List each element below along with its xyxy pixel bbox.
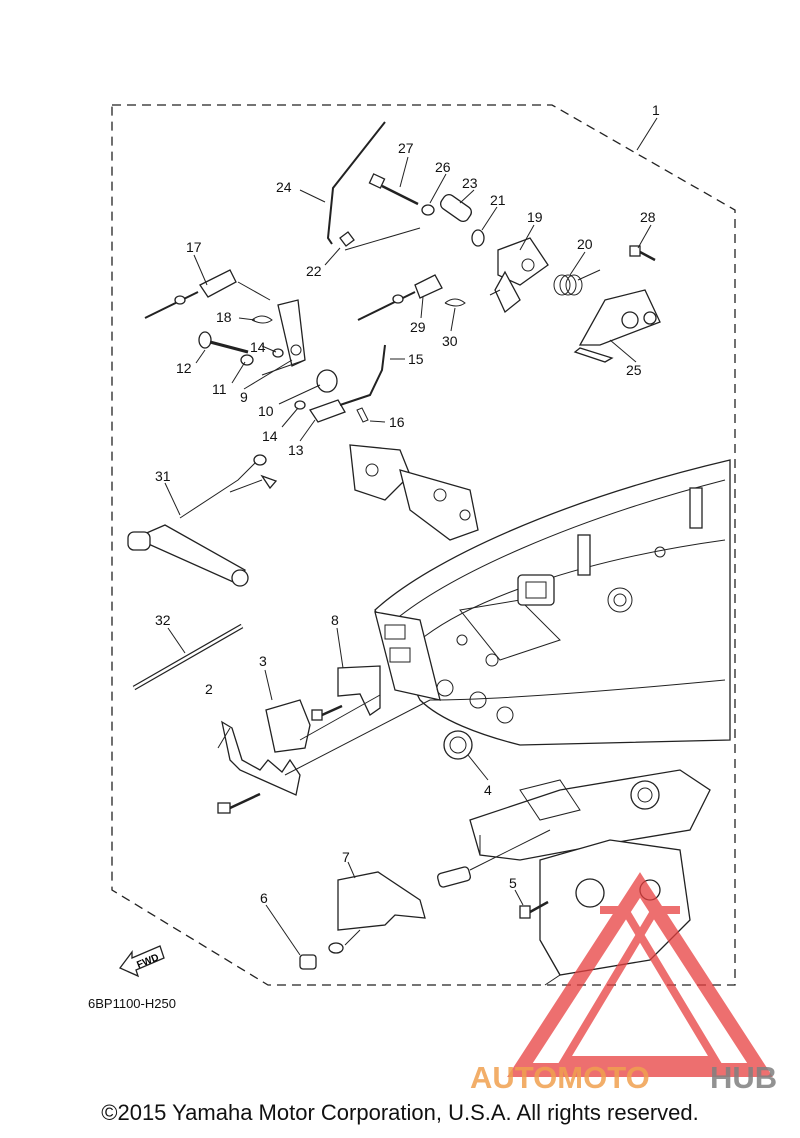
callout-5: 5 — [509, 875, 517, 891]
callout-16: 16 — [389, 414, 405, 430]
part-17-cable-joint — [144, 269, 237, 319]
part-22-clip — [339, 231, 355, 247]
part-7-plate — [337, 871, 426, 931]
watermark-text-automoto: AUTOMOTO — [470, 1060, 650, 1095]
copyright-notice: ©2015 Yamaha Motor Corporation, U.S.A. A… — [101, 1100, 699, 1125]
part-10-collar — [316, 369, 338, 393]
part-30-clip — [444, 298, 466, 307]
threaded-pin — [436, 866, 472, 888]
part-31-switch-assy — [127, 454, 278, 587]
part-4-plug — [443, 730, 473, 760]
part-12-bolt — [198, 331, 249, 354]
callout-7: 7 — [342, 849, 350, 865]
callout-15: 15 — [408, 351, 424, 367]
callout-24: 24 — [276, 179, 292, 195]
callout-labels: 1 2 3 4 5 6 7 8 9 10 11 12 13 14 14 15 1… — [155, 102, 660, 906]
callout-1: 1 — [652, 102, 660, 118]
part-2-bolt — [217, 792, 261, 814]
callout-20: 20 — [577, 236, 593, 252]
part-20-spring — [553, 269, 601, 296]
part-18-clip — [251, 315, 273, 324]
part-2-bracket — [221, 720, 301, 796]
assembly-boundary — [111, 104, 736, 986]
part-6-nut — [299, 942, 344, 970]
callout-21: 21 — [490, 192, 506, 208]
part-23-collar — [440, 193, 472, 223]
part-19-shift-lever — [494, 237, 549, 314]
part-25-bracket — [573, 289, 661, 363]
callout-26: 26 — [435, 159, 451, 175]
callout-3: 3 — [259, 653, 267, 669]
bottom-cowling — [374, 459, 731, 746]
watermark-logo — [507, 872, 773, 1077]
assembly-lines — [237, 227, 551, 946]
part-5-bolt — [519, 900, 549, 919]
callout-19: 19 — [527, 209, 543, 225]
part-14-washer-a — [272, 348, 284, 358]
part-14-washer-b — [294, 400, 306, 410]
callout-4: 4 — [484, 782, 492, 798]
callout-23: 23 — [462, 175, 478, 191]
callout-11: 11 — [212, 381, 227, 397]
part-11-washer — [240, 354, 254, 366]
part-27-bolt — [368, 173, 419, 206]
callout-27: 27 — [398, 140, 414, 156]
diagram-code: 6BP1100-H250 — [88, 996, 176, 1011]
callout-14a: 14 — [262, 428, 278, 444]
part-16-clip — [356, 407, 369, 423]
part-13-plate — [308, 399, 346, 423]
callout-29: 29 — [410, 319, 426, 335]
part-24-rod — [326, 121, 386, 245]
part-21-bushing — [471, 229, 485, 247]
shift-mechanism — [349, 444, 479, 541]
fwd-arrow-icon: FWD — [118, 945, 165, 978]
callout-18: 18 — [216, 309, 232, 325]
callout-13: 13 — [288, 442, 304, 458]
part-15-rod — [339, 344, 386, 406]
part-8-plate — [337, 665, 381, 716]
callout-12: 12 — [176, 360, 192, 376]
callout-17: 17 — [186, 239, 202, 255]
callout-8: 8 — [331, 612, 339, 628]
callout-14b: 14 — [250, 339, 266, 355]
part-28-bolt — [629, 245, 656, 262]
part-8-bolt — [311, 704, 343, 721]
callout-25: 25 — [626, 362, 642, 378]
callout-31: 31 — [155, 468, 171, 484]
callout-leaders — [164, 117, 658, 956]
watermark-text-hub: HUB — [710, 1060, 777, 1095]
callout-28: 28 — [640, 209, 656, 225]
part-3-block — [265, 699, 311, 753]
callout-30: 30 — [442, 333, 458, 349]
callout-10: 10 — [258, 403, 274, 419]
callout-6: 6 — [260, 890, 268, 906]
callout-32: 32 — [155, 612, 171, 628]
callout-9: 9 — [240, 389, 248, 405]
part-26-washer — [421, 204, 435, 216]
callout-22: 22 — [306, 263, 322, 279]
callout-2: 2 — [205, 681, 213, 697]
part-29-cable-end — [357, 274, 443, 321]
